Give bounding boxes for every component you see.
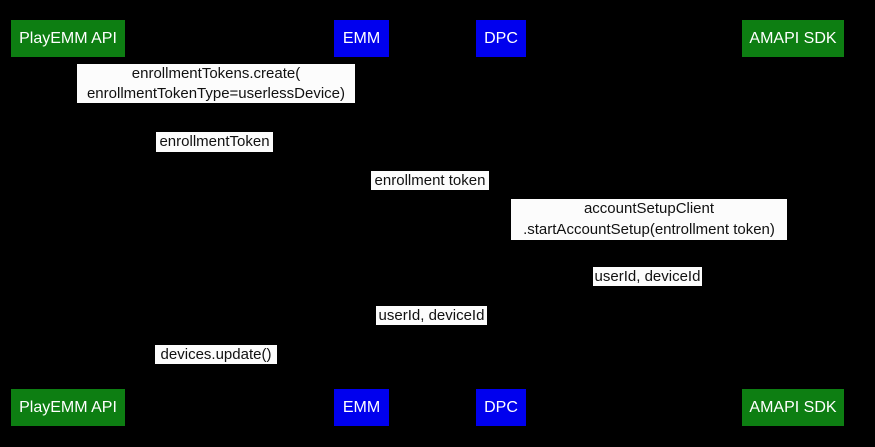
actor-playemm-api-top: PlayEMM API [11,20,125,57]
message-line: enrollment token [374,171,486,189]
message-enrollment-tokens-create: enrollmentTokens.create( enrollmentToken… [77,64,355,103]
actor-emm-top: EMM [334,20,389,57]
message-enrollment-token-to-dpc: enrollment token [371,171,489,190]
message-line: .startAccountSetup(entrollment token) [523,220,775,238]
message-line: userId, deviceId [594,267,701,285]
message-start-account-setup: accountSetupClient .startAccountSetup(en… [511,199,787,240]
message-line: enrollmentTokenType=userlessDevice) [86,84,346,102]
message-enrollment-token-return: enrollmentToken [156,132,273,152]
message-devices-update: devices.update() [155,345,277,364]
message-line: enrollmentToken [159,133,270,151]
message-userid-deviceid-from-sdk: userId, deviceId [593,267,702,286]
message-line: userId, deviceId [378,306,485,324]
actor-dpc-top: DPC [476,20,526,57]
actor-amapi-sdk-bottom: AMAPI SDK [742,389,844,426]
actor-playemm-api-bottom: PlayEMM API [11,389,125,426]
message-userid-deviceid-to-emm: userId, deviceId [376,306,487,325]
actor-emm-bottom: EMM [334,389,389,426]
message-line: enrollmentTokens.create( [131,65,301,82]
actor-amapi-sdk-top: AMAPI SDK [742,20,844,57]
message-line: accountSetupClient [583,200,715,217]
message-line: devices.update() [160,345,272,363]
actor-dpc-bottom: DPC [476,389,526,426]
